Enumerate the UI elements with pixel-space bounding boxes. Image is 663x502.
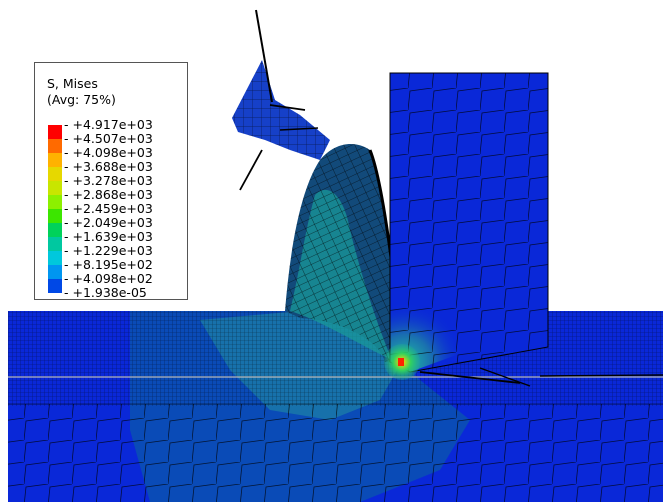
- legend-swatch: [48, 153, 62, 167]
- legend-averaging-label: (Avg: 75%): [47, 92, 116, 107]
- cutting-tool: [384, 72, 549, 380]
- legend-level-label: - +8.195e+02: [64, 257, 153, 272]
- workpiece-coarse-mesh: [8, 404, 663, 502]
- legend-swatch: [48, 223, 62, 237]
- debris-streak-2: [479, 367, 531, 387]
- legend-level-label: - +3.278e+03: [64, 173, 153, 188]
- legend-level-label: - +2.459e+03: [64, 201, 153, 216]
- chip: [232, 9, 402, 362]
- debris-streak-1: [419, 371, 521, 384]
- legend-level-label: - +2.049e+03: [64, 215, 153, 230]
- tool-tip-hot-spot: [398, 358, 404, 366]
- legend-level-label: - +2.868e+03: [64, 187, 153, 202]
- legend-swatch: [48, 125, 62, 139]
- legend-swatch: [48, 167, 62, 181]
- tool-mesh: [390, 73, 548, 372]
- legend-level-label: - +4.507e+03: [64, 131, 153, 146]
- chip-spike-right: [269, 104, 306, 111]
- legend-swatch: [48, 139, 62, 153]
- legend-swatch: [48, 195, 62, 209]
- legend-level-label: - +4.098e+02: [64, 271, 153, 286]
- legend-swatch: [48, 279, 62, 293]
- legend-level-label: - +3.688e+03: [64, 159, 153, 174]
- legend-swatch: [48, 265, 62, 279]
- chip-spike-mid: [279, 127, 319, 131]
- chip-spike-left: [239, 149, 263, 191]
- contour-legend: S, Mises (Avg: 75%) - +4.917e+03- +4.507…: [34, 62, 188, 300]
- legend-level-label: - +4.917e+03: [64, 117, 153, 132]
- legend-swatch: [48, 237, 62, 251]
- chip-spike-vertical: [255, 9, 273, 103]
- legend-level-label: - +1.938e-05: [64, 285, 147, 300]
- legend-level-label: - +1.639e+03: [64, 229, 153, 244]
- tool-outline: [389, 72, 549, 373]
- legend-variable-label: S, Mises: [47, 76, 98, 91]
- legend-level-label: - +1.229e+03: [64, 243, 153, 258]
- workpiece: [8, 311, 663, 502]
- debris: [419, 367, 663, 387]
- chip-mesh: [285, 144, 400, 362]
- legend-swatch: [48, 181, 62, 195]
- legend-swatch: [48, 209, 62, 223]
- chip-fragment-mesh: [232, 60, 330, 160]
- legend-level-label: - +4.098e+03: [64, 145, 153, 160]
- debris-streak-3: [539, 374, 663, 377]
- legend-swatch: [48, 251, 62, 265]
